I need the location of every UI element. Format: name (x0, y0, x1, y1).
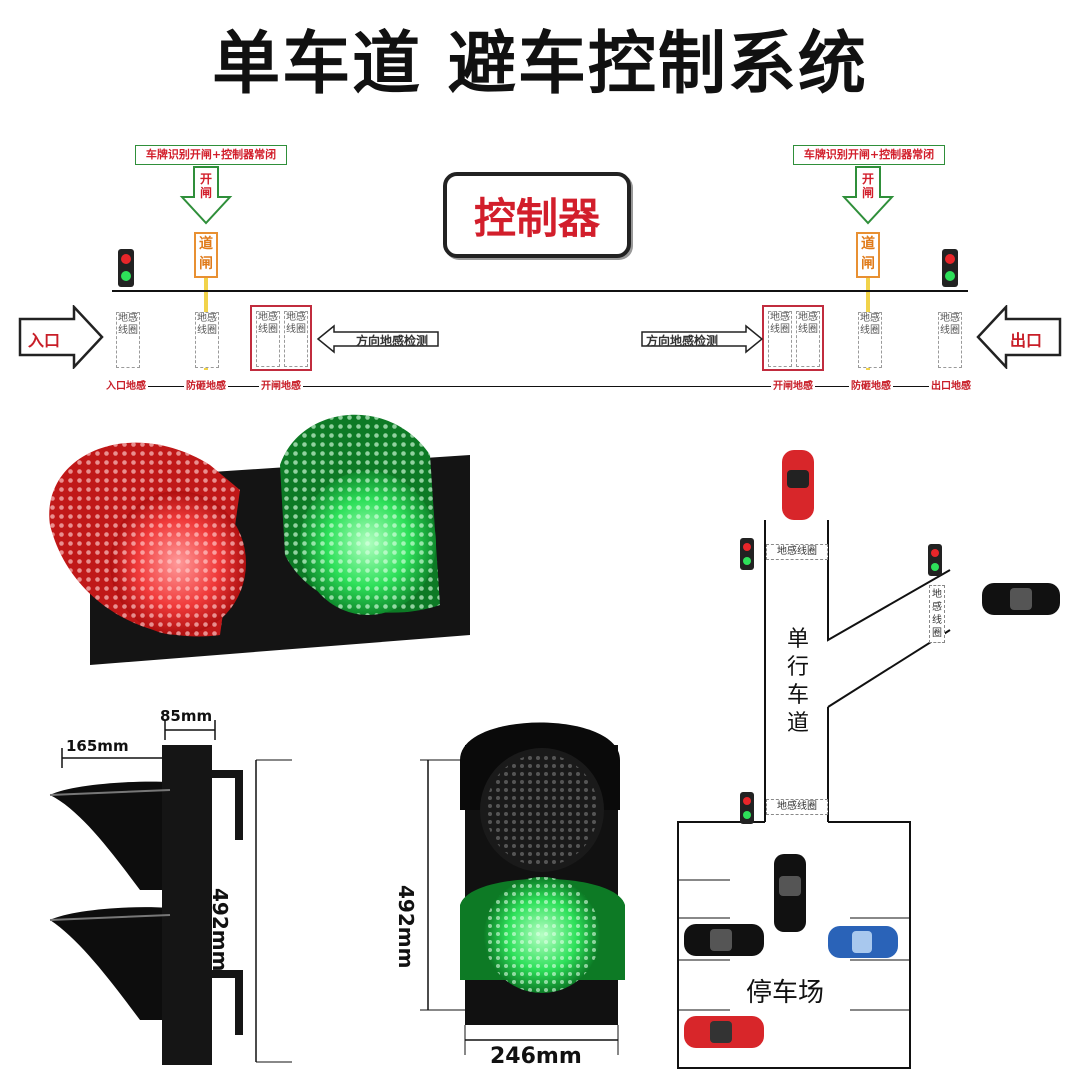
right-barrier-gate: 道闸 (856, 232, 880, 278)
map-lane-label: 单行车道 (786, 627, 809, 736)
front-view-traffic-light-image (420, 722, 625, 1055)
left-plate-recognition-box: 车牌识别开闸+控制器常闭 (135, 145, 287, 165)
exit-loop-label: 出口地感 (929, 377, 973, 392)
map-loop-top: 地感线圈 (766, 544, 828, 560)
right-open-loop-label: 开闸地感 (771, 377, 815, 392)
right-direction-arrow-icon (641, 324, 764, 354)
left-open-text: 开闸 (199, 172, 212, 200)
map-loop-bottom: 地感线圈 (766, 799, 828, 815)
side-profile-image (49, 720, 292, 1065)
left-barrier-gate: 道闸 (194, 232, 218, 278)
right-direction-label: 方向地感检测 (646, 334, 719, 348)
right-open-arrow-icon (841, 166, 895, 225)
front-height-dimension: 492mm (394, 885, 418, 969)
site-map-diagram (677, 450, 1060, 1069)
exit-coil: 地感线圈 (938, 312, 962, 368)
left-open-loop-label: 开闸地感 (259, 377, 303, 392)
left-direction-arrow-icon (316, 324, 439, 354)
lane-bottom-line (112, 386, 968, 387)
left-anti-smash-coil: 地感线圈 (195, 312, 219, 368)
depth-side-dimension: 165mm (66, 737, 129, 755)
right-open-coil-a: 地感线圈 (768, 311, 792, 367)
exit-label: 出口 (1010, 331, 1043, 350)
entry-coil: 地感线圈 (116, 312, 140, 368)
right-open-text: 开闸 (861, 172, 874, 200)
front-width-dimension: 246mm (490, 1044, 582, 1069)
entry-arrow-icon (18, 305, 104, 369)
left-mini-traffic-light-icon (118, 249, 134, 287)
left-direction-label: 方向地感检测 (356, 334, 429, 348)
right-anti-smash-coil: 地感线圈 (858, 312, 882, 368)
controller-box: 控制器 (443, 172, 631, 258)
page-title: 单车道 避车控制系统 (212, 25, 868, 104)
exit-arrow-icon (976, 305, 1062, 369)
map-loop-right: 地感线圈 (929, 585, 945, 643)
map-parking-label: 停车场 (746, 978, 825, 1008)
depth-top-dimension: 85mm (160, 707, 213, 725)
right-anti-smash-loop-label: 防砸地感 (849, 377, 893, 392)
right-open-coil-b: 地感线圈 (796, 311, 820, 367)
entry-loop-label: 入口地感 (104, 377, 148, 392)
left-open-coil-a: 地感线圈 (256, 311, 280, 367)
entry-label: 入口 (28, 331, 61, 350)
left-open-arrow-icon (179, 166, 233, 225)
right-plate-recognition-box: 车牌识别开闸+控制器常闭 (793, 145, 945, 165)
red-green-traffic-light-image (49, 414, 470, 665)
side-height-dimension: 492mm (208, 888, 232, 972)
right-mini-traffic-light-icon (942, 249, 958, 287)
lane-top-line (112, 290, 968, 292)
left-anti-smash-loop-label: 防砸地感 (184, 377, 228, 392)
left-open-coil-b: 地感线圈 (284, 311, 308, 367)
